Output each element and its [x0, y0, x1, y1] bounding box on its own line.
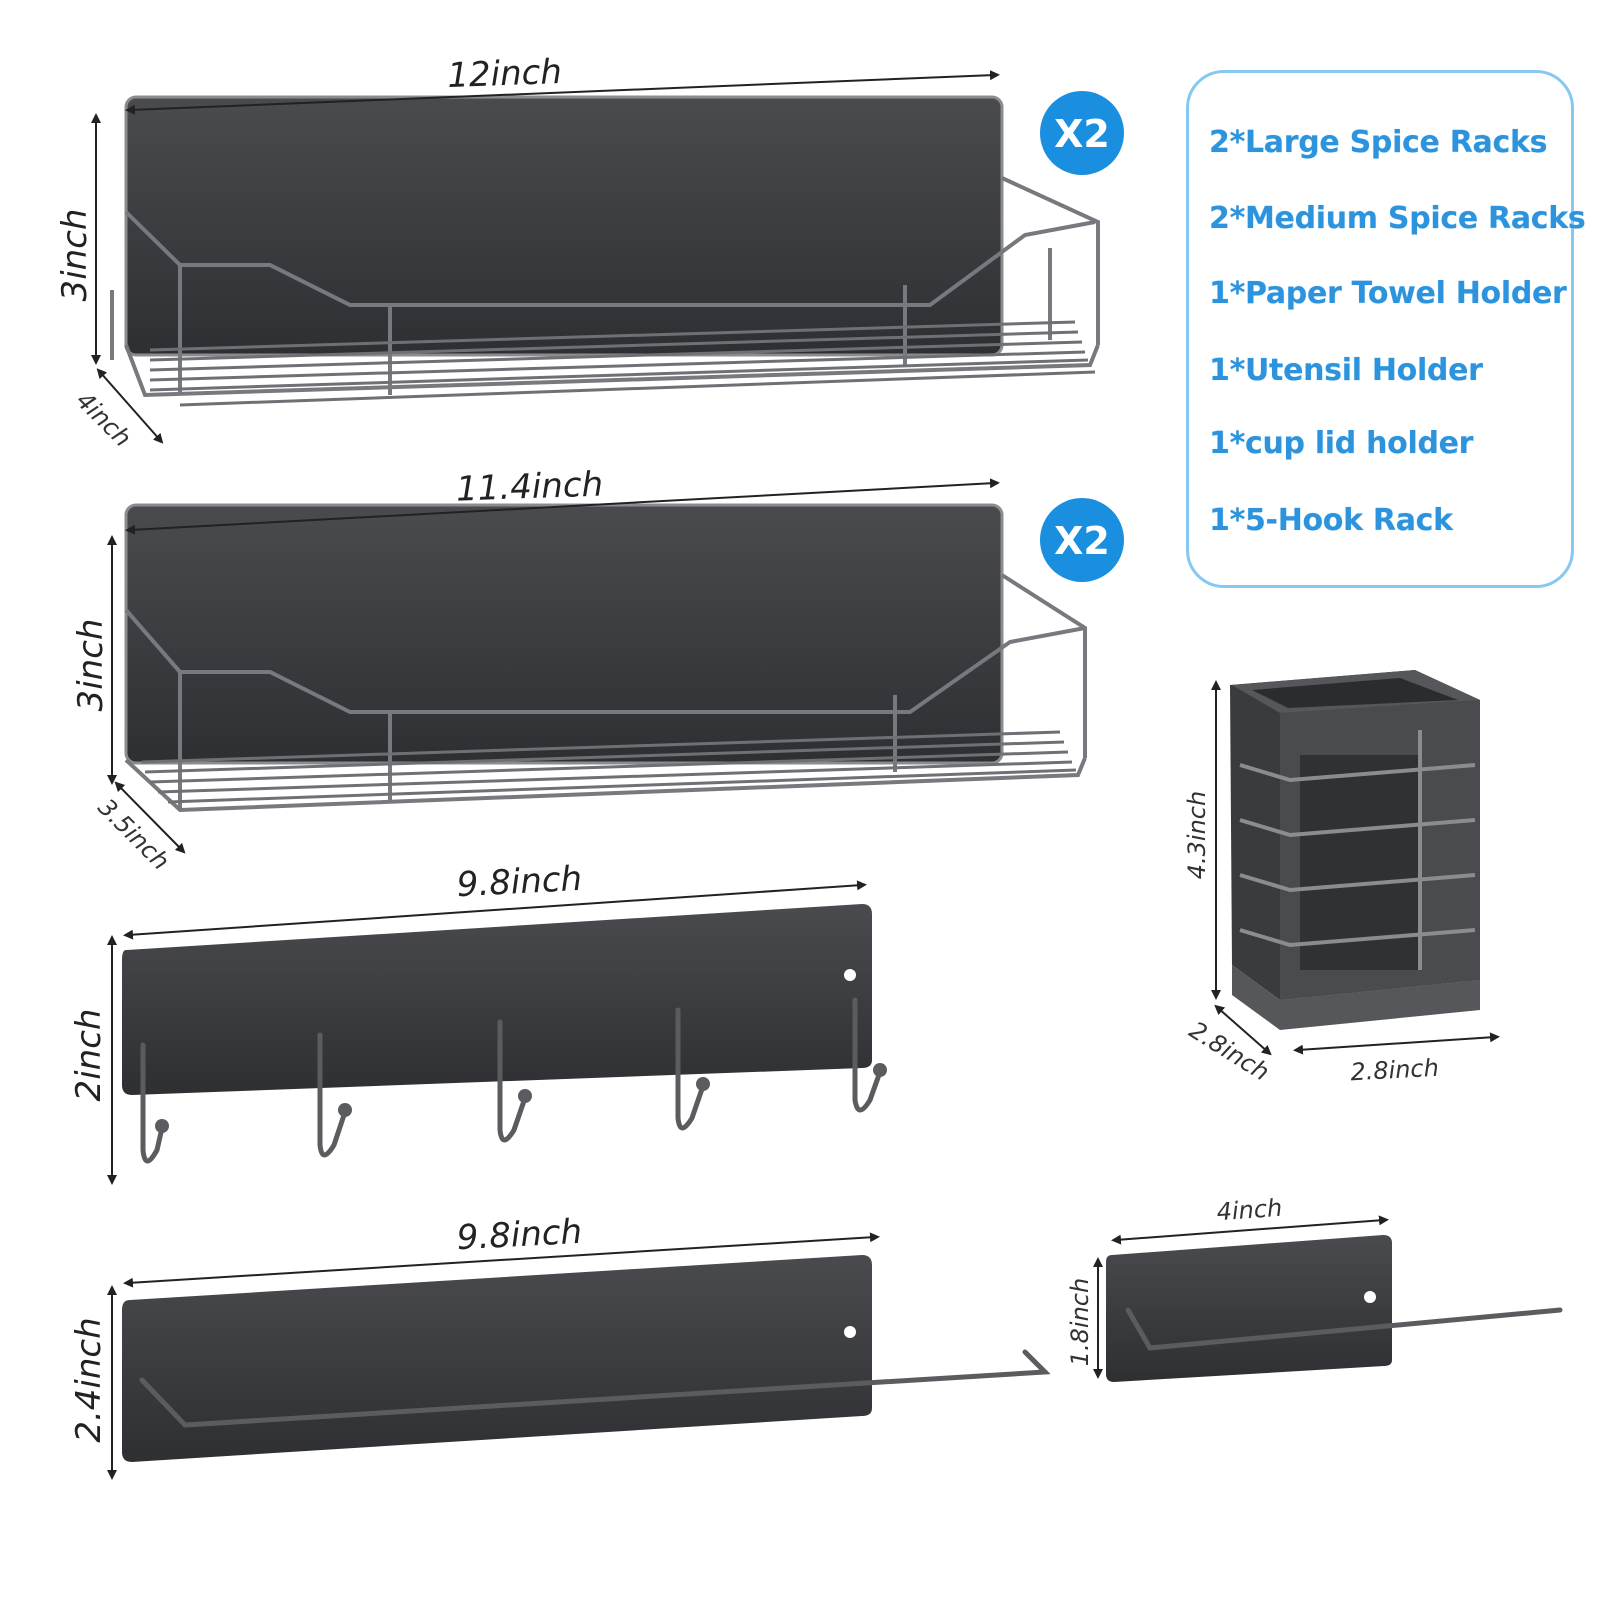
- svg-text:4.3inch: 4.3inch: [1183, 791, 1211, 879]
- svg-text:X2: X2: [1054, 112, 1110, 156]
- large-spice-rack: [110, 95, 1100, 407]
- five-hook-rack: [122, 904, 887, 1164]
- contents-item: 1*Paper Towel Holder: [1209, 276, 1567, 311]
- cup-lid-holder: [1106, 1235, 1563, 1382]
- svg-text:11.4inch: 11.4inch: [455, 464, 603, 509]
- svg-text:9.8inch: 9.8inch: [456, 1212, 583, 1259]
- svg-text:2.8inch: 2.8inch: [1184, 1016, 1274, 1087]
- svg-text:2.4inch: 2.4inch: [69, 1317, 109, 1442]
- hook-rack-width-dimension: 9.8inch: [123, 859, 867, 940]
- medium-rack-width-dimension: 11.4inch: [125, 464, 1000, 535]
- package-contents-box: 2*Large Spice Racks 2*Medium Spice Racks…: [1186, 70, 1586, 588]
- large-rack-height-dimension: 3inch: [55, 113, 101, 365]
- svg-text:3inch: 3inch: [55, 209, 95, 302]
- large-rack-width-dimension: 12inch: [125, 52, 1000, 115]
- large-rack-depth-dimension: 4inch: [71, 368, 164, 452]
- utensil-holder-depth-dimension: 2.8inch: [1184, 1004, 1274, 1087]
- contents-item: 2*Large Spice Racks: [1209, 125, 1548, 160]
- utensil-holder-height-dimension: 4.3inch: [1183, 680, 1221, 1000]
- utensil-holder-width-dimension: 2.8inch: [1293, 1032, 1500, 1087]
- hook-rack-height-dimension: 2inch: [69, 935, 117, 1185]
- paper-towel-holder: [122, 1255, 1051, 1462]
- svg-text:9.8inch: 9.8inch: [456, 859, 583, 906]
- svg-text:3.5inch: 3.5inch: [92, 793, 174, 875]
- svg-text:X2: X2: [1054, 519, 1110, 563]
- lid-holder-width-dimension: 4inch: [1111, 1194, 1389, 1245]
- svg-text:12inch: 12inch: [447, 52, 563, 96]
- medium-rack-quantity-badge: X2: [1040, 498, 1124, 582]
- svg-text:2inch: 2inch: [69, 1009, 109, 1102]
- svg-text:3inch: 3inch: [71, 619, 111, 712]
- lid-holder-height-dimension: 1.8inch: [1066, 1257, 1103, 1379]
- svg-text:1.8inch: 1.8inch: [1066, 1278, 1094, 1366]
- utensil-holder: [1230, 670, 1480, 1030]
- medium-rack-height-dimension: 3inch: [71, 535, 117, 785]
- svg-text:4inch: 4inch: [1216, 1194, 1283, 1227]
- contents-item: 2*Medium Spice Racks: [1209, 201, 1586, 236]
- towel-holder-height-dimension: 2.4inch: [69, 1285, 117, 1480]
- contents-item: 1*5-Hook Rack: [1209, 503, 1453, 538]
- svg-text:4inch: 4inch: [71, 386, 137, 452]
- large-rack-quantity-badge: X2: [1040, 91, 1124, 175]
- svg-text:2.8inch: 2.8inch: [1350, 1054, 1440, 1087]
- contents-item: 1*cup lid holder: [1209, 426, 1474, 461]
- contents-item: 1*Utensil Holder: [1209, 353, 1483, 388]
- medium-spice-rack: [124, 503, 1087, 813]
- towel-holder-width-dimension: 9.8inch: [123, 1212, 880, 1288]
